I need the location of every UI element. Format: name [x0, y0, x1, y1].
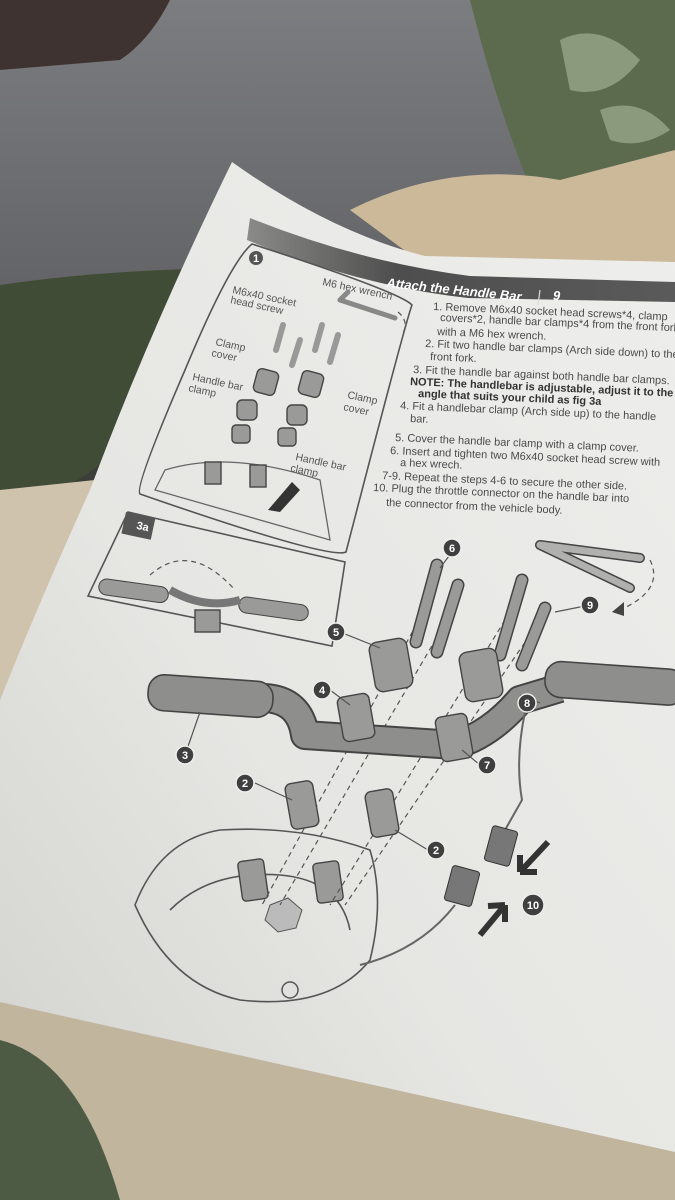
- figure-1-parts: [154, 289, 406, 541]
- callout-4: 4: [312, 680, 332, 700]
- instruction-line: a hex wrech.: [400, 457, 463, 472]
- callout-3: 3: [175, 745, 195, 765]
- label-clamp-cover-right-2: cover: [342, 401, 370, 418]
- callout-circle: [442, 538, 462, 558]
- arrow-in-icon: [517, 839, 551, 875]
- label-clamp-cover-left-2: cover: [210, 347, 238, 364]
- callout-7: 7: [477, 755, 497, 775]
- instruction-line: bar.: [410, 413, 429, 426]
- callout-9: 9: [580, 595, 600, 615]
- callout-circle: [326, 622, 346, 642]
- throttle-connector: [359, 711, 551, 966]
- figure-3a-label: 3a: [135, 520, 150, 534]
- vehicle-body-outline: [134, 828, 379, 1003]
- callout-circle: [312, 680, 332, 700]
- callout-number: 10: [527, 900, 539, 912]
- main-diagram: 6 9 5 4 8 3 7 2 2 10: [134, 538, 675, 1003]
- arrow-in-icon-2: [477, 902, 508, 937]
- arrow-icon: [268, 482, 300, 512]
- hex-wrench-icon: [535, 540, 655, 616]
- callout-circle: [580, 595, 600, 615]
- callout-number: 2: [433, 845, 439, 857]
- callout-number: 2: [242, 778, 248, 790]
- step-1-number: 1: [253, 253, 259, 265]
- callout-2: 2: [235, 773, 255, 793]
- page-number: 9: [553, 288, 561, 303]
- callout-number: 9: [587, 600, 593, 612]
- callout-circle: [477, 755, 497, 775]
- instruction-line: with a M6 hex wrench.: [436, 326, 547, 343]
- callout-number: 7: [484, 760, 490, 772]
- callout-circle: [517, 693, 537, 713]
- callout-circle: [175, 745, 195, 765]
- callout-circle: [235, 773, 255, 793]
- instruction-line: front fork.: [430, 351, 477, 365]
- callout-number: 3: [182, 750, 188, 762]
- title-divider: [537, 289, 541, 306]
- screws: [409, 558, 552, 672]
- callout-number: 8: [524, 698, 530, 710]
- callout-number: 5: [333, 627, 339, 639]
- figure-3a: 3a: [86, 511, 346, 647]
- callout-2: 2: [426, 840, 446, 860]
- label-hb-clamp-left-2: clamp: [187, 382, 217, 400]
- callout-number: 4: [319, 685, 326, 697]
- callout-circle: [426, 840, 446, 860]
- callout-5: 5: [326, 622, 346, 642]
- label-hb-clamp-right-2: clamp: [289, 462, 319, 480]
- callout-10: 10: [521, 893, 545, 917]
- callout-8: 8: [517, 693, 537, 713]
- callout-6: 6: [442, 538, 462, 558]
- title-bar: [247, 218, 675, 302]
- step-1-badge: [249, 251, 263, 265]
- callouts: 6 9 5 4 8 3 7 2 2 10: [175, 538, 600, 917]
- callout-number: 6: [449, 543, 455, 555]
- callout-circle: [521, 893, 545, 917]
